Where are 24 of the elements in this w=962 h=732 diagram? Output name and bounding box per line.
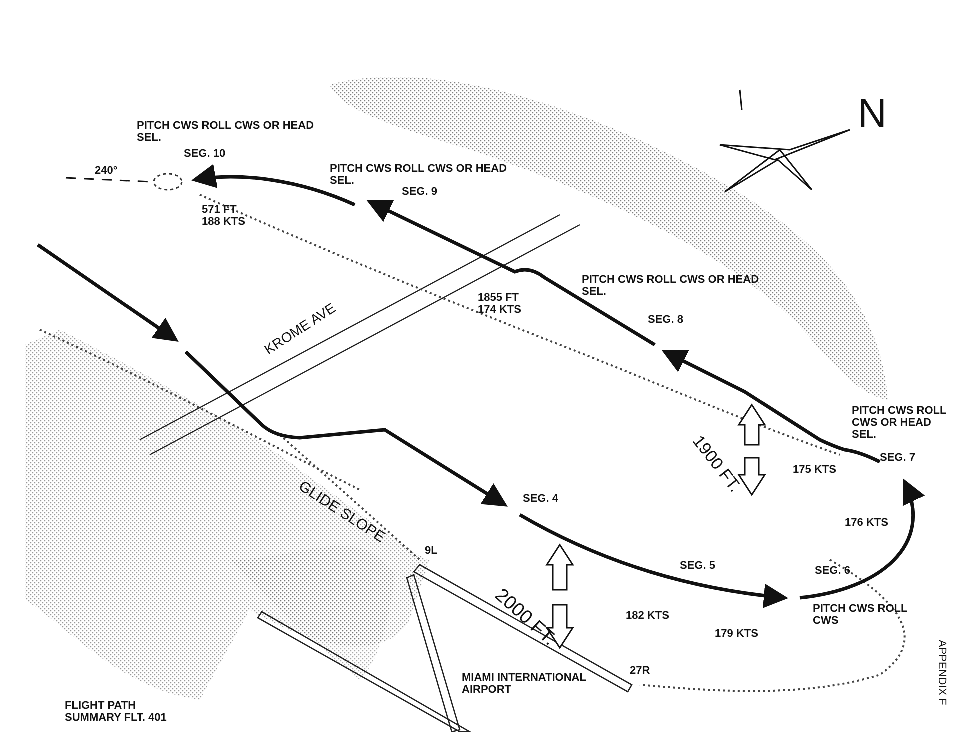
mode-note: PITCH CWS ROLL CWS OR HEAD SEL. xyxy=(582,274,760,298)
runway-label: 9L xyxy=(425,545,439,557)
segment-label: SEG. 10 xyxy=(184,148,227,160)
mode-note: PITCH CWS ROLL CWS OR HEAD SEL. xyxy=(137,120,316,144)
mode-note: PITCH CWS ROLL CWS OR HEAD SEL. xyxy=(852,405,948,441)
airport-label: MIAMI INTERNATIONAL AIRPORT xyxy=(462,672,588,696)
altitude-speed-label: 1855 FT 174 KTS xyxy=(478,292,522,316)
segment-label: SEG. 9 xyxy=(402,186,438,198)
appendix-label: APPENDIX F xyxy=(936,640,948,708)
segment-label: SEG. 5 xyxy=(680,560,716,572)
segment-label: SEG. 8 xyxy=(648,314,684,326)
segment-label: SEG. 6 xyxy=(815,565,852,577)
speed-label: 175 KTS xyxy=(793,464,838,476)
runway-label: 27R xyxy=(630,665,652,677)
chart-title: FLIGHT PATH SUMMARY FLT. 401 xyxy=(65,700,168,724)
speed-label: 179 KTS xyxy=(715,628,760,640)
speed-label: 176 KTS xyxy=(845,517,890,529)
speed-label: 182 KTS xyxy=(626,610,670,622)
segment-label: SEG. 7 xyxy=(880,452,916,464)
mode-note: PITCH CWS ROLL CWS OR HEAD SEL. xyxy=(330,163,508,187)
mode-note: PITCH CWS ROLL CWS xyxy=(813,603,909,627)
heading-label: 240° xyxy=(95,165,119,177)
north-label: N xyxy=(858,92,888,136)
segment-label: SEG. 4 xyxy=(523,493,560,505)
